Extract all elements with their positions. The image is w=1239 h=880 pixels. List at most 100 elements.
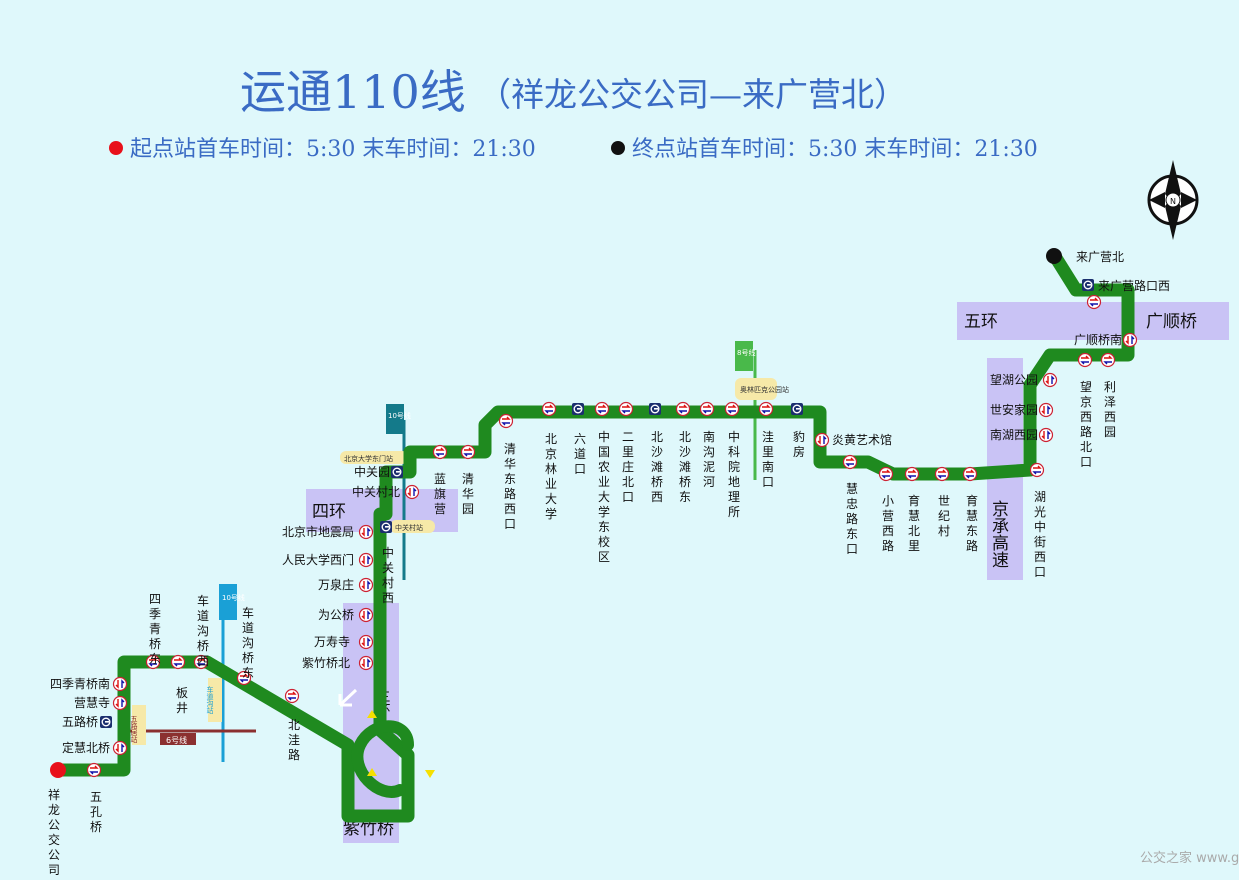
bus-stop-icon — [842, 454, 858, 470]
metro-line8-label: 8号线 — [737, 348, 755, 357]
station-label: 中关园 — [354, 464, 390, 479]
station-label: 北京林业大学 — [545, 432, 557, 521]
metro-wulu-badge — [132, 705, 146, 745]
metro-olympic-badge — [735, 378, 777, 400]
bus-stop-icon — [962, 466, 978, 482]
metro-line6-label: 6号线 — [166, 735, 187, 745]
station-label: 车道沟桥西 — [197, 593, 209, 668]
station-label: 豹房 — [793, 429, 805, 459]
station-label: 紫竹桥北 — [302, 656, 350, 670]
metro-beida-label: 北京大学东门站 — [344, 454, 393, 463]
station-label: 北沙滩桥西 — [651, 430, 663, 504]
station-label: 蓝旗营 — [434, 472, 446, 516]
bus-stop-icon — [460, 444, 476, 460]
metro-line10-mid-label: 10号线 — [388, 411, 411, 420]
end-terminal-dot — [1046, 248, 1062, 264]
zone-guangshunqiao-label: 广顺桥 — [1146, 312, 1197, 332]
bus-stop-icon — [814, 432, 830, 448]
station-label: 四季青桥南 — [50, 676, 110, 691]
station-label: 世安家园 — [990, 402, 1038, 417]
station-label: 育慧东路 — [966, 493, 978, 553]
station-labels: 祥龙公交公司五孔桥定慧北桥五路桥营慧寺四季青桥南四季青桥东板井车道沟桥西车道沟桥… — [48, 250, 1170, 877]
station-label: 利泽西园 — [1104, 380, 1116, 439]
station-label: 炎黄艺术馆 — [832, 432, 892, 447]
end-dot-legend — [611, 141, 625, 155]
bus-stop-icon — [358, 655, 374, 671]
start-terminal-dot — [50, 762, 66, 778]
route-subtitle: （祥龙公交公司—来广营北） — [478, 75, 907, 114]
bus-stop-icon — [1086, 294, 1102, 310]
metro-transfer-icon — [379, 520, 393, 534]
station-label: 洼里南口 — [762, 430, 774, 489]
station-label: 中关村西 — [382, 545, 394, 605]
metro-beida-badge — [340, 451, 408, 464]
bus-stop-icon — [878, 466, 894, 482]
station-label: 望湖公园 — [990, 372, 1038, 387]
station-label: 北京市地震局 — [282, 524, 354, 539]
compass-icon: N — [1147, 160, 1199, 240]
metro-transfer-icon — [790, 402, 804, 416]
station-label: 中国农业大学东校区 — [598, 429, 610, 564]
station-label: 来广营路口西 — [1098, 278, 1170, 293]
station-label: 五孔桥 — [90, 790, 102, 834]
metro-line8-badge — [735, 341, 753, 371]
route-line — [53, 251, 1135, 823]
station-label: 祥龙公交公司 — [48, 788, 60, 877]
station-label: 小营西路 — [882, 494, 894, 553]
metro-transfer-icon — [571, 402, 585, 416]
start-schedule: 起点站首车时间：5:30 末车时间：21:30 — [130, 137, 536, 162]
zone-jingcheng-label: 京承高速 — [988, 500, 1009, 568]
station-label: 车道沟桥东 — [242, 605, 254, 680]
bus-stop-icon — [758, 401, 774, 417]
direction-arrows — [367, 710, 435, 778]
station-label: 万寿寺 — [314, 635, 350, 649]
station-label: 南湖西园 — [990, 427, 1038, 442]
bus-stop-icon — [724, 401, 740, 417]
bus-stop-icon — [358, 634, 374, 650]
station-label: 四季青桥东 — [149, 592, 161, 666]
bus-stop-icon — [618, 401, 634, 417]
metro-transfer-icon — [1081, 278, 1095, 292]
bus-stop-icon — [1100, 352, 1116, 368]
bus-stop-icon — [1042, 372, 1058, 388]
station-label: 万泉庄 — [318, 577, 354, 592]
station-label: 育慧北里 — [908, 493, 920, 553]
station-label: 世纪村 — [938, 494, 950, 538]
metro-transfer-icon — [99, 715, 113, 729]
metro-zhongguancun-badge — [390, 520, 435, 533]
station-label: 清华东路西口 — [504, 442, 516, 531]
bus-stop-icon — [541, 401, 557, 417]
station-label: 广顺桥南 — [1074, 332, 1122, 347]
bus-stop-icon — [284, 688, 300, 704]
metro-transfer-icon — [390, 465, 404, 479]
turn-arrow-icon — [338, 688, 358, 707]
bus-stop-icon — [1077, 352, 1093, 368]
metro-chedao-badge — [208, 678, 222, 722]
station-label: 北洼路 — [288, 718, 300, 762]
route-title: 运通110线 — [240, 65, 466, 119]
station-label: 湖光中街西口 — [1034, 489, 1046, 579]
bus-stop-icon — [594, 401, 610, 417]
metro-zhongguancun-label: 中关村站 — [395, 523, 423, 532]
station-label: 营慧寺 — [74, 695, 110, 710]
bus-stop-icon — [86, 762, 102, 778]
bus-stop-icon — [1029, 462, 1045, 478]
station-label: 定慧北桥 — [62, 740, 110, 755]
station-label: 人民大学西门 — [282, 552, 354, 567]
metro-line10-left-label: 10号线 — [222, 593, 245, 602]
bus-stop-icon — [1038, 427, 1054, 443]
bus-stop-icon — [675, 401, 691, 417]
bus-stop-icon — [358, 552, 374, 568]
bus-stop-icon — [404, 484, 420, 500]
station-label: 望京西路北口 — [1080, 380, 1092, 469]
station-label: 中科院地理所 — [728, 429, 740, 519]
stations — [86, 278, 1138, 778]
station-label: 慧忠路东口 — [846, 481, 858, 556]
station-label: 清华园 — [462, 472, 474, 516]
bus-stop-icon — [112, 740, 128, 756]
metro-wulu-label: 五路居站 — [130, 715, 138, 744]
metro-olympic-label: 奥林匹克公园站 — [740, 385, 789, 394]
bus-stop-icon — [112, 695, 128, 711]
bus-stop-icon — [432, 444, 448, 460]
